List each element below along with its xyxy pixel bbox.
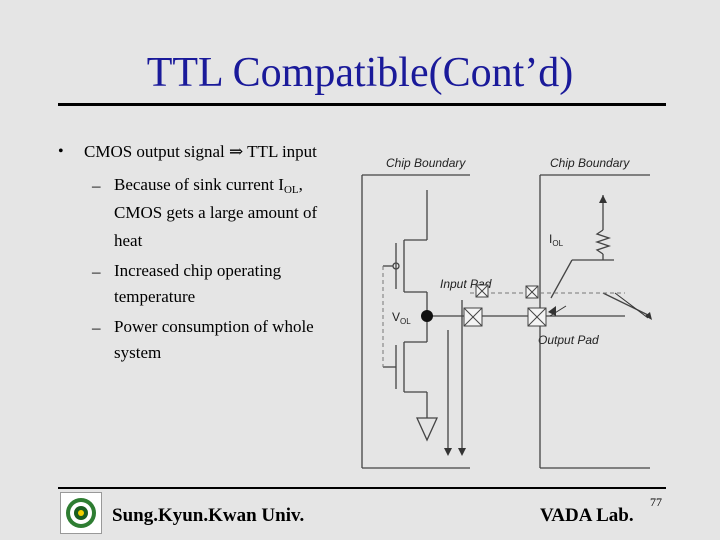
sub-bullet-2-line-1: Increased chip operating (114, 261, 282, 280)
iol-arrow-head (599, 195, 607, 203)
vol-label: VOL (392, 310, 411, 326)
cmos-ttl-circuit-diagram: Chip Boundary Chip Boundary Input Pad Ou… (361, 156, 652, 469)
resistor-symbol (594, 229, 612, 255)
iol-label: IOL (549, 232, 564, 248)
sub-bullet-dash-2: – (92, 262, 101, 281)
sub-bullet-1-line-3: heat (114, 231, 143, 250)
sub-bullet-dash-3: – (92, 318, 101, 337)
sub-bullet-dash-1: – (92, 176, 101, 195)
page-number: 77 (650, 495, 662, 509)
footer-rule (58, 487, 666, 489)
title-underline (58, 103, 666, 106)
output-node-dot (421, 310, 433, 322)
ground-symbol (415, 417, 439, 442)
chip-boundary-right-label: Chip Boundary (550, 156, 630, 170)
footer-university: Sung.Kyun.Kwan Univ. (112, 505, 305, 526)
sub-bullet-3-line-2: system (114, 343, 162, 362)
footer-lab: VADA Lab. (540, 505, 634, 526)
university-logo (60, 492, 102, 534)
sub-bullet-3-line-1: Power consumption of whole (114, 317, 314, 336)
chip-boundary-left-label: Chip Boundary (386, 156, 466, 170)
sub-bullet-1-line-1: Because of sink current IOL, (114, 175, 303, 196)
sub-bullet-2-line-2: temperature (114, 287, 196, 306)
output-pad-label: Output Pad (538, 333, 599, 347)
bullet-marker: • (58, 143, 64, 160)
bullet-text: CMOS output signal ⇒ TTL input (84, 142, 317, 161)
sub-bullet-1-line-2: CMOS gets a large amount of (114, 203, 318, 222)
input-arrow-head (458, 448, 466, 456)
slide-title: TTL Compatible(Cont’d) (146, 50, 574, 96)
